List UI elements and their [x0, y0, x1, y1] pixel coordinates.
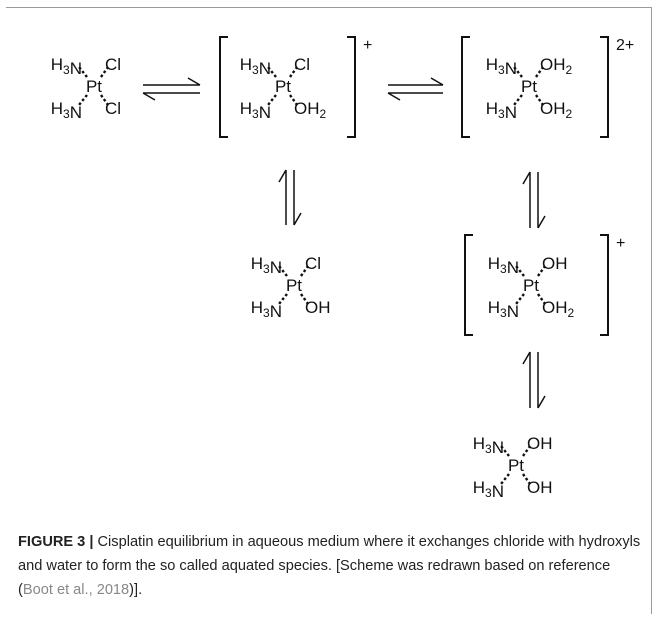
equilibrium-arrow [522, 171, 546, 229]
ligand-top-left: H3N [51, 55, 82, 78]
figure-frame [6, 7, 652, 614]
charge-label: + [363, 37, 372, 54]
ligand-top-right: OH [527, 434, 553, 453]
caption-text: Cisplatin equilibrium in aqueous medium … [18, 534, 641, 598]
ligand-top-left: H3N [240, 55, 271, 78]
pt-atom: Pt [86, 77, 102, 96]
pt-atom: Pt [523, 276, 539, 295]
coordination-bond [513, 66, 523, 78]
equilibrium-arrow [142, 77, 201, 101]
coordination-bond [278, 293, 288, 305]
pt-atom: Pt [508, 456, 524, 475]
pt-atom: Pt [521, 77, 537, 96]
charge-label: + [616, 235, 625, 252]
caption-label: FIGURE 3 | [18, 534, 94, 550]
ligand-bottom-right: OH2 [542, 298, 575, 320]
coordination-bond [537, 293, 546, 305]
coordination-bond [535, 66, 544, 78]
ligand-bottom-right: OH [527, 478, 553, 497]
coordination-bond [535, 94, 544, 106]
figure-caption: FIGURE 3 | Cisplatin equilibrium in aque… [18, 530, 643, 602]
coordination-bond [278, 265, 288, 277]
ligand-top-right: Cl [305, 254, 321, 273]
ligand-bottom-left: H3N [473, 478, 504, 501]
coordination-bond [515, 293, 525, 305]
ligand-bottom-left: H3N [251, 298, 282, 321]
ligand-bottom-right: OH2 [294, 99, 327, 121]
ligand-bottom-left: H3N [51, 99, 82, 122]
coordination-bond [78, 94, 88, 106]
coordination-bond [289, 94, 298, 106]
coordination-bond [100, 66, 109, 78]
ligand-bottom-right: OH [305, 298, 331, 317]
coordination-bond [500, 445, 510, 457]
ligand-top-right: OH2 [540, 55, 573, 77]
ligand-top-right: OH [542, 254, 568, 273]
coordination-bond [100, 94, 109, 106]
reaction-scheme: PtH3NH3NClClPtH3NH3NClOH2PtH3NH3NOH2OH2P… [51, 36, 634, 501]
coordination-bond [537, 265, 546, 277]
charge-label: 2+ [616, 37, 634, 54]
coordination-bond [267, 94, 277, 106]
ligand-top-left: H3N [251, 254, 282, 277]
pt-atom: Pt [275, 77, 291, 96]
charge-bracket: + [219, 36, 372, 138]
coordination-bond [513, 94, 523, 106]
ligand-bottom-left: H3N [486, 99, 517, 122]
ligand-bottom-right: OH2 [540, 99, 573, 121]
equilibrium-arrow [522, 351, 546, 409]
ligand-top-right: Cl [105, 55, 121, 74]
coordination-bond [289, 66, 298, 78]
coordination-bond [500, 473, 510, 485]
caption-tail: )]. [129, 582, 143, 598]
ligand-bottom-left: H3N [488, 298, 519, 321]
coordination-bond [300, 293, 309, 305]
pt-atom: Pt [286, 276, 302, 295]
coordination-bond [300, 265, 309, 277]
coordination-bond [522, 473, 531, 485]
ligand-bottom-right: Cl [105, 99, 121, 118]
coordination-bond [515, 265, 525, 277]
ligand-bottom-left: H3N [240, 99, 271, 122]
charge-bracket: + [464, 234, 625, 336]
equilibrium-arrow [278, 169, 302, 226]
ligand-top-left: H3N [488, 254, 519, 277]
ligand-top-left: H3N [486, 55, 517, 78]
coordination-bond [78, 66, 88, 78]
charge-bracket: 2+ [461, 36, 634, 138]
coordination-bond [522, 445, 531, 457]
ligand-top-left: H3N [473, 434, 504, 457]
caption-citation: Boot et al., 2018 [22, 582, 130, 598]
equilibrium-arrow [387, 77, 444, 101]
coordination-bond [267, 66, 277, 78]
ligand-top-right: Cl [294, 55, 310, 74]
